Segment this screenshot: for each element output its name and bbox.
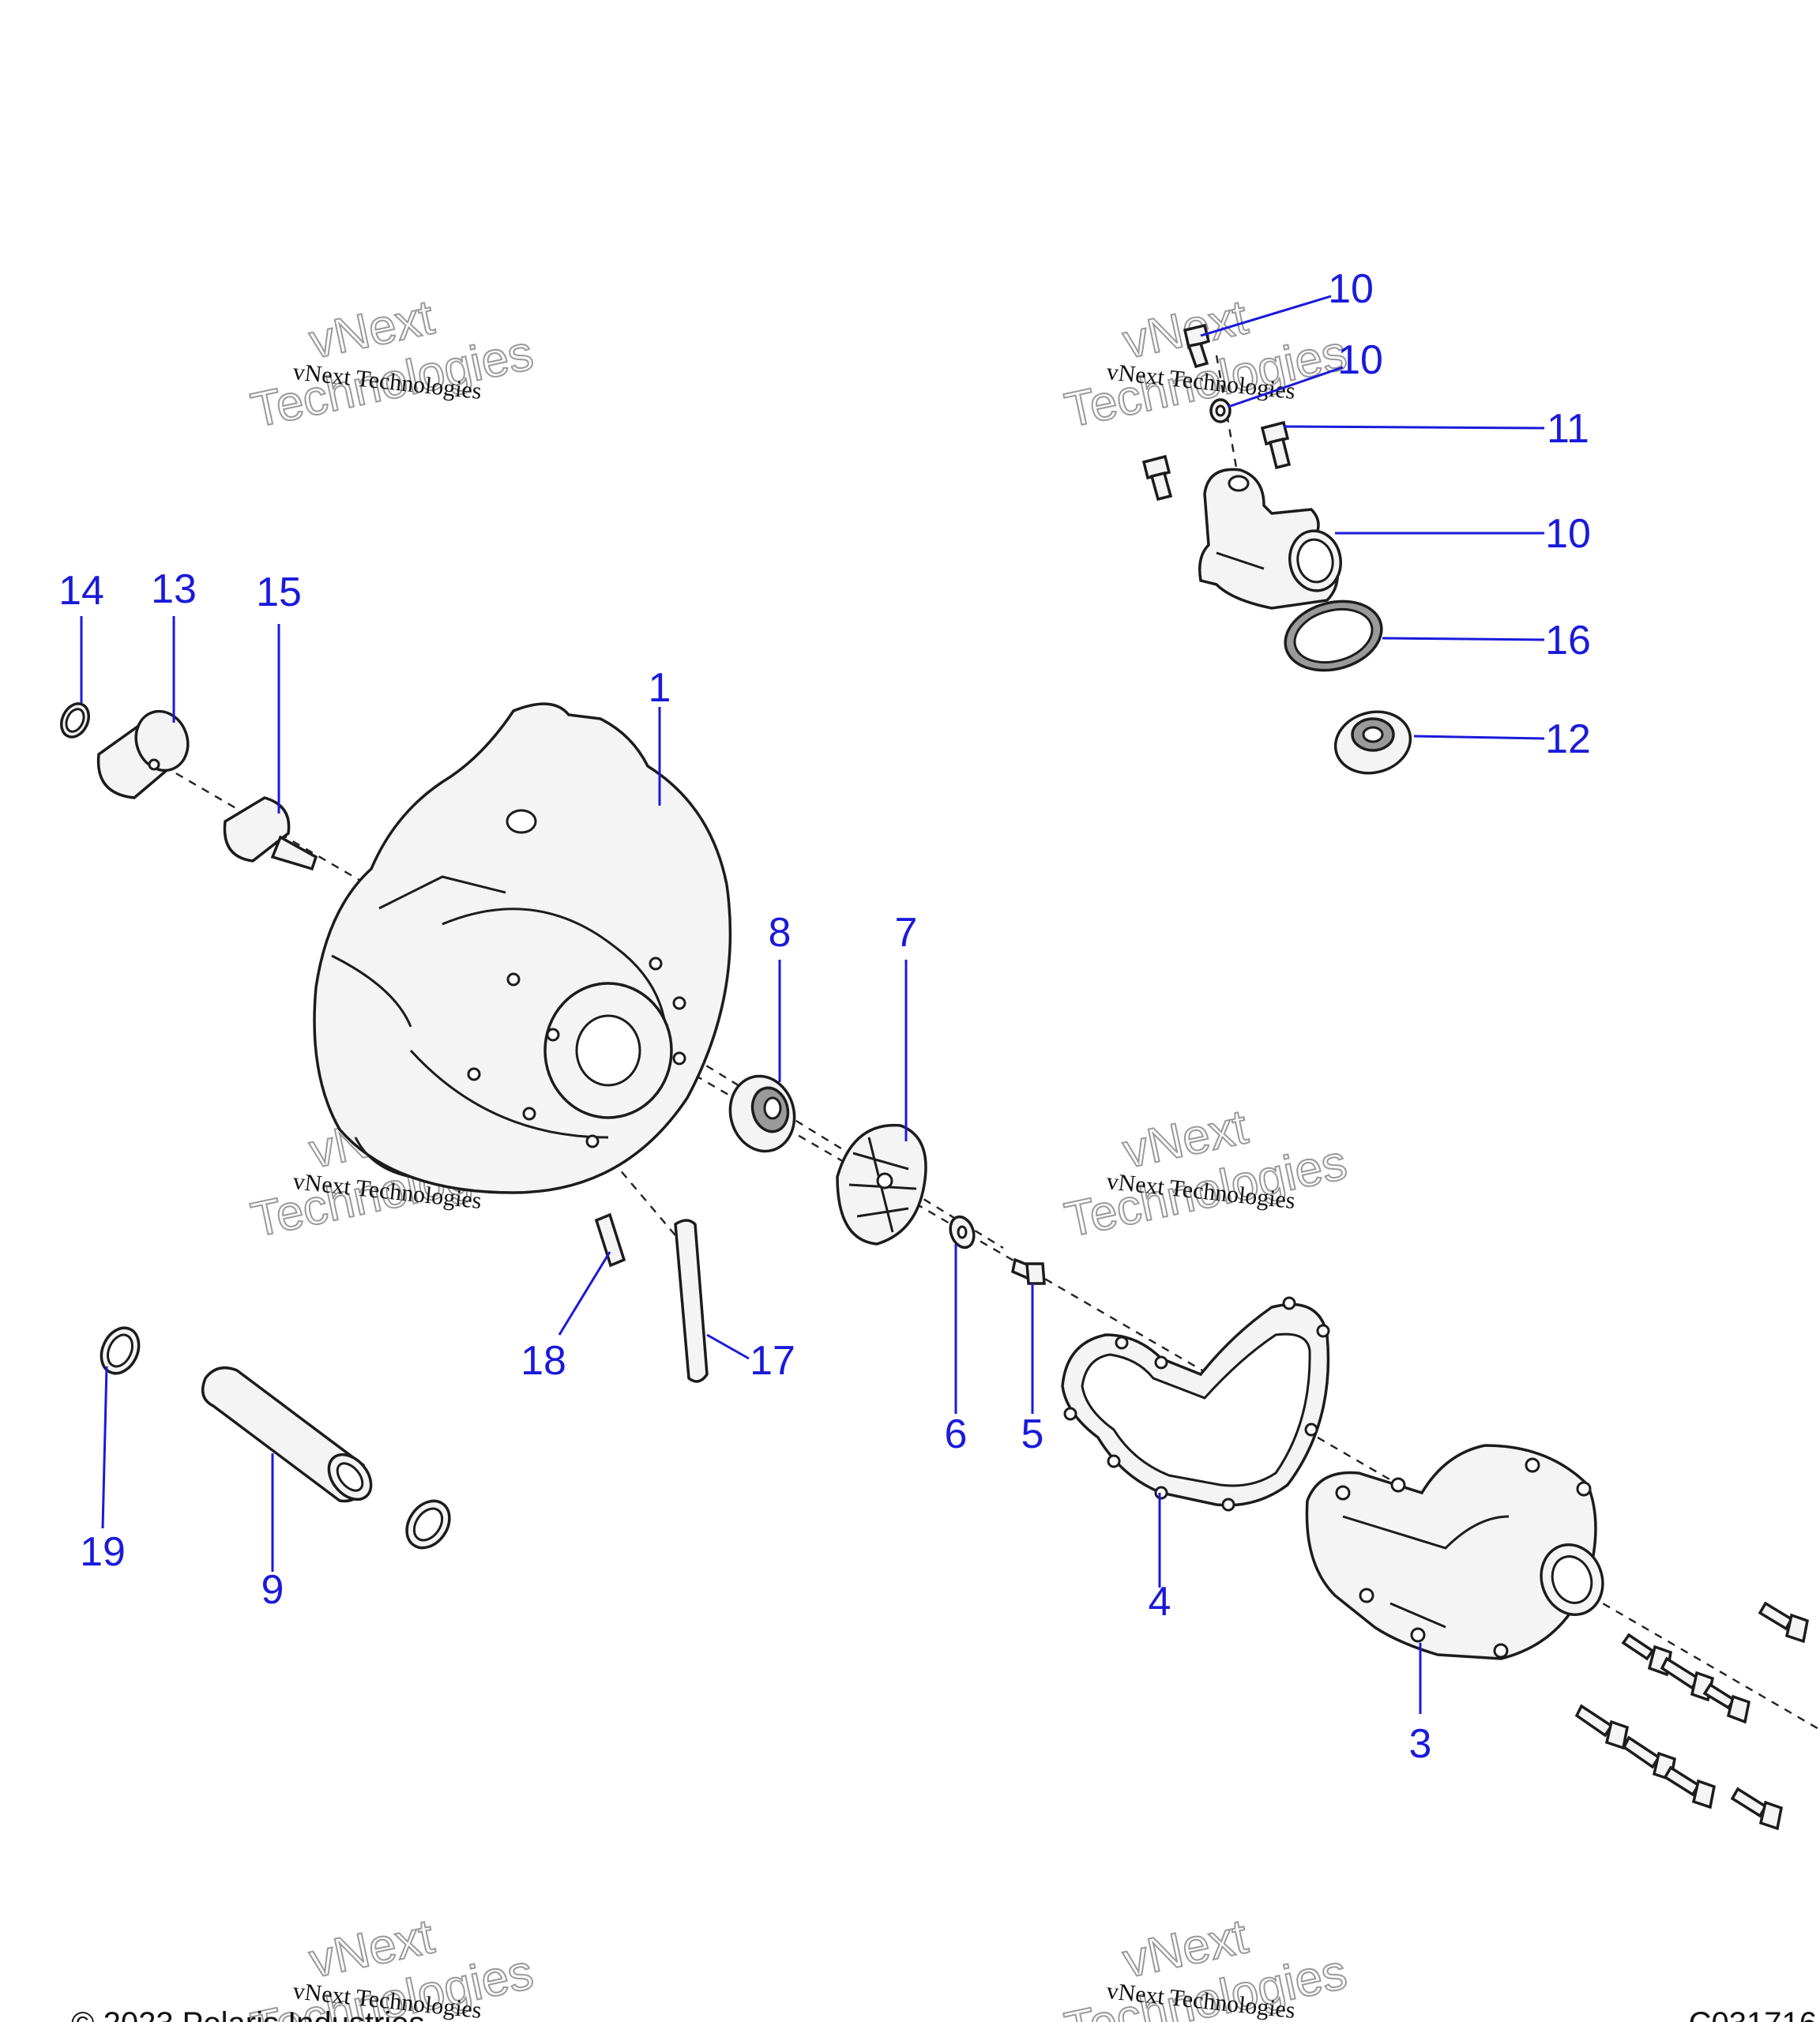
bolt (1621, 1633, 1751, 1724)
callout-10-washer: 10 (1337, 337, 1383, 383)
callout-7: 7 (895, 910, 918, 956)
part-9-tube (201, 1366, 373, 1503)
callout-15: 15 (256, 569, 302, 615)
o-ring (405, 1499, 451, 1550)
callout-1: 1 (649, 665, 671, 711)
watermark-mid-right: vNext Technologies (1059, 1099, 1352, 1249)
copyright-footer: © 2023 Polaris Industries (71, 2006, 424, 2022)
part-10-washer (1209, 398, 1232, 423)
callout-16: 16 (1545, 618, 1591, 663)
part-15-shaft-bearing (223, 796, 318, 871)
callout-17: 17 (750, 1338, 795, 1384)
callout-10-top: 10 (1328, 266, 1374, 312)
part-18-pin (594, 1212, 626, 1268)
callout-13: 13 (151, 566, 197, 612)
callout-9: 9 (261, 1567, 284, 1613)
callout-10-housing: 10 (1545, 511, 1591, 557)
part-12-thermostat (1333, 710, 1412, 775)
callout-14: 14 (58, 568, 104, 614)
watermark-top-left: vNext Technologies (246, 289, 538, 439)
part-7-impeller (836, 1123, 927, 1246)
part-8-seal (728, 1074, 796, 1153)
part-4-gasket (1061, 1296, 1330, 1512)
part-11-bolt (1260, 420, 1292, 470)
bolt (1141, 454, 1173, 502)
bolts-group (1574, 1601, 1810, 1831)
part-5-bolt (1011, 1257, 1046, 1285)
part-10-thermostat-housing (1198, 468, 1342, 610)
callout-18: 18 (521, 1338, 566, 1384)
callout-12: 12 (1545, 716, 1591, 762)
callout-8: 8 (769, 910, 792, 956)
part-3-pump-cover (1305, 1444, 1604, 1660)
callout-6: 6 (945, 1411, 968, 1457)
part-10-bolt-top (1183, 323, 1211, 369)
part-13-cap (96, 709, 190, 799)
part-17-hose (674, 1219, 709, 1383)
callout-3: 3 (1409, 1721, 1432, 1767)
callout-19: 19 (80, 1529, 126, 1575)
bolt (1574, 1704, 1630, 1750)
callout-4: 4 (1149, 1579, 1171, 1625)
part-19-o-ring (100, 1326, 141, 1375)
callouts: 1 3 4 5 6 7 8 9 10 10 10 11 12 13 14 15 … (58, 266, 1591, 1767)
bolt (1758, 1601, 1810, 1644)
part-14-o-ring (60, 702, 90, 739)
part-16-gasket-ring (1284, 599, 1383, 672)
bolt (1730, 1787, 1784, 1831)
part-6-washer (949, 1215, 976, 1250)
part-1-housing (313, 702, 732, 1194)
bolt (1622, 1735, 1717, 1810)
leader-lines (80, 295, 1545, 1714)
callout-11: 11 (1547, 406, 1589, 452)
diagram-code-footer: C031716 (1689, 2006, 1817, 2022)
callout-5: 5 (1021, 1411, 1044, 1457)
